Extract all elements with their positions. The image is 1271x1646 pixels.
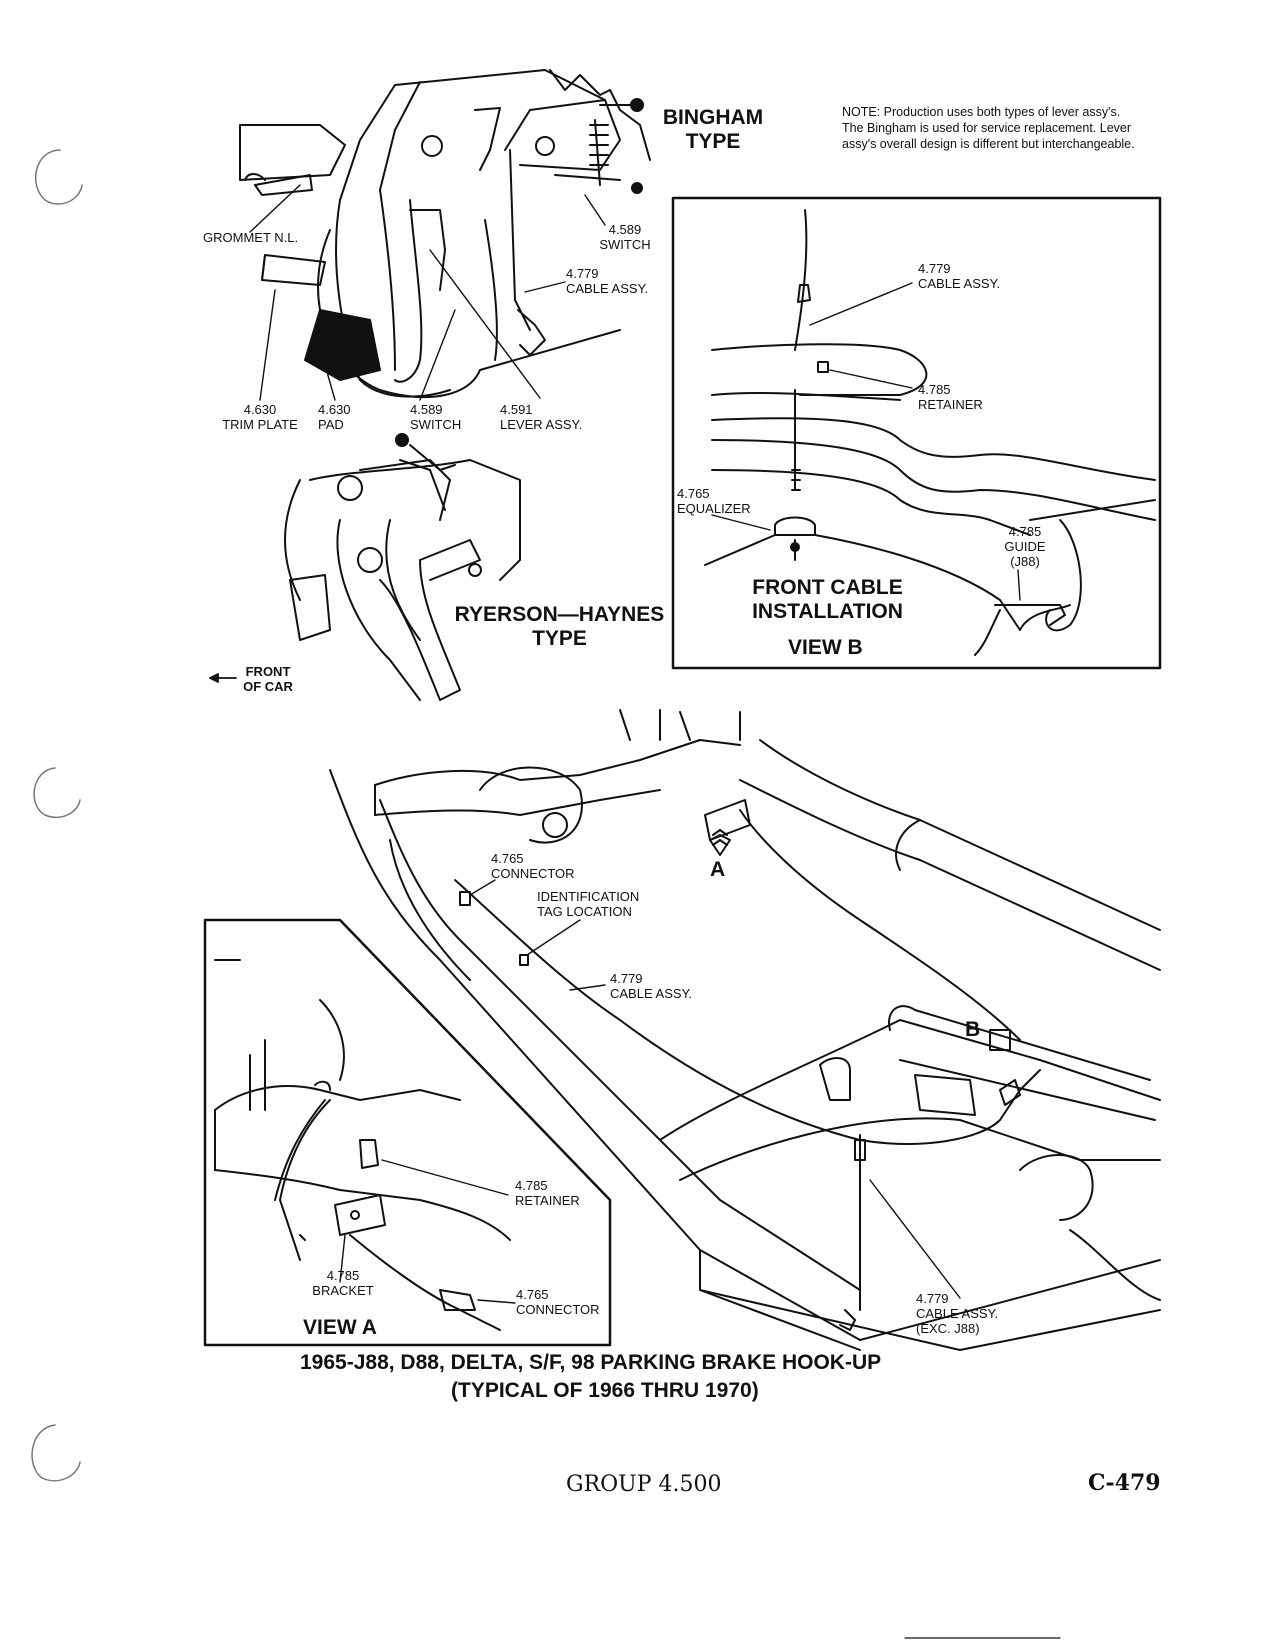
ryerson-haynes-drawing xyxy=(284,433,521,701)
ryerson-haynes-type-label: RYERSON—HAYNES TYPE xyxy=(454,603,665,650)
front-arrow xyxy=(209,673,237,683)
view-b-drawing xyxy=(704,209,1156,656)
leaders-top-left xyxy=(249,184,606,401)
cable-top-callout: 4.779 CABLE ASSY. xyxy=(566,266,649,296)
identification-tag-callout: IDENTIFICATION TAG LOCATION xyxy=(537,889,640,919)
lever-callout: 4.591 LEVER ASSY. xyxy=(500,402,583,432)
figure-caption-line-1: 1965-J88, D88, DELTA, S/F, 98 PARKING BR… xyxy=(300,1351,882,1374)
binder-holes xyxy=(31,149,83,1482)
figure-caption-line-2: (TYPICAL OF 1966 THRU 1970) xyxy=(451,1379,759,1402)
main-connector-callout: 4.765 CONNECTOR xyxy=(491,851,575,881)
pad-callout: 4.630 PAD xyxy=(318,402,351,432)
grommet-callout: GROMMET N.L. xyxy=(203,230,299,245)
switch-top-callout: 4.589 SWITCH xyxy=(599,222,651,252)
view-b-label: VIEW B xyxy=(788,636,863,659)
view-b-guide-callout: 4.785 GUIDE (J88) xyxy=(1004,524,1046,569)
view-a-connector-callout: 4.765 CONNECTOR xyxy=(516,1287,600,1317)
group-number: GROUP 4.500 xyxy=(566,1472,722,1497)
leaders-view-a xyxy=(339,1159,516,1304)
production-note: NOTE: Production uses both types of leve… xyxy=(842,105,1135,151)
switch-mid-callout: 4.589 SWITCH xyxy=(410,402,462,432)
bingham-lever-drawing xyxy=(239,69,651,398)
view-a-label: VIEW A xyxy=(303,1316,377,1339)
view-b-equalizer-callout: 4.765 EQUALIZER xyxy=(677,486,751,516)
front-of-car-label: FRONT OF CAR xyxy=(243,664,293,694)
view-a-drawing xyxy=(214,959,511,1331)
rear-cable-callout: 4.779 CABLE ASSY. (EXC. J88) xyxy=(916,1291,999,1336)
marker-b: B xyxy=(965,1018,981,1041)
bingham-type-label: BINGHAM TYPE xyxy=(662,106,764,153)
chassis-drawing xyxy=(329,709,1161,1351)
leaders-main xyxy=(469,879,961,1299)
leaders-view-b xyxy=(711,282,1021,601)
view-a-frame xyxy=(203,918,612,1347)
view-b-cable-callout: 4.779 CABLE ASSY. xyxy=(918,261,1001,291)
view-a-retainer-callout: 4.785 RETAINER xyxy=(515,1178,580,1208)
marker-a: A xyxy=(710,858,726,881)
pedal-pad xyxy=(304,309,381,381)
view-a-bracket-callout: 4.785 BRACKET xyxy=(312,1268,374,1298)
view-a-marker xyxy=(712,829,728,846)
view-b-frame xyxy=(671,196,1162,670)
view-b-title: FRONT CABLE INSTALLATION xyxy=(752,576,903,623)
main-cable-callout: 4.779 CABLE ASSY. xyxy=(610,971,693,1001)
view-b-retainer-callout: 4.785 RETAINER xyxy=(918,382,983,412)
trim-plate-callout: 4.630 TRIM PLATE xyxy=(222,402,298,432)
page-number: C-479 xyxy=(1088,1470,1161,1496)
